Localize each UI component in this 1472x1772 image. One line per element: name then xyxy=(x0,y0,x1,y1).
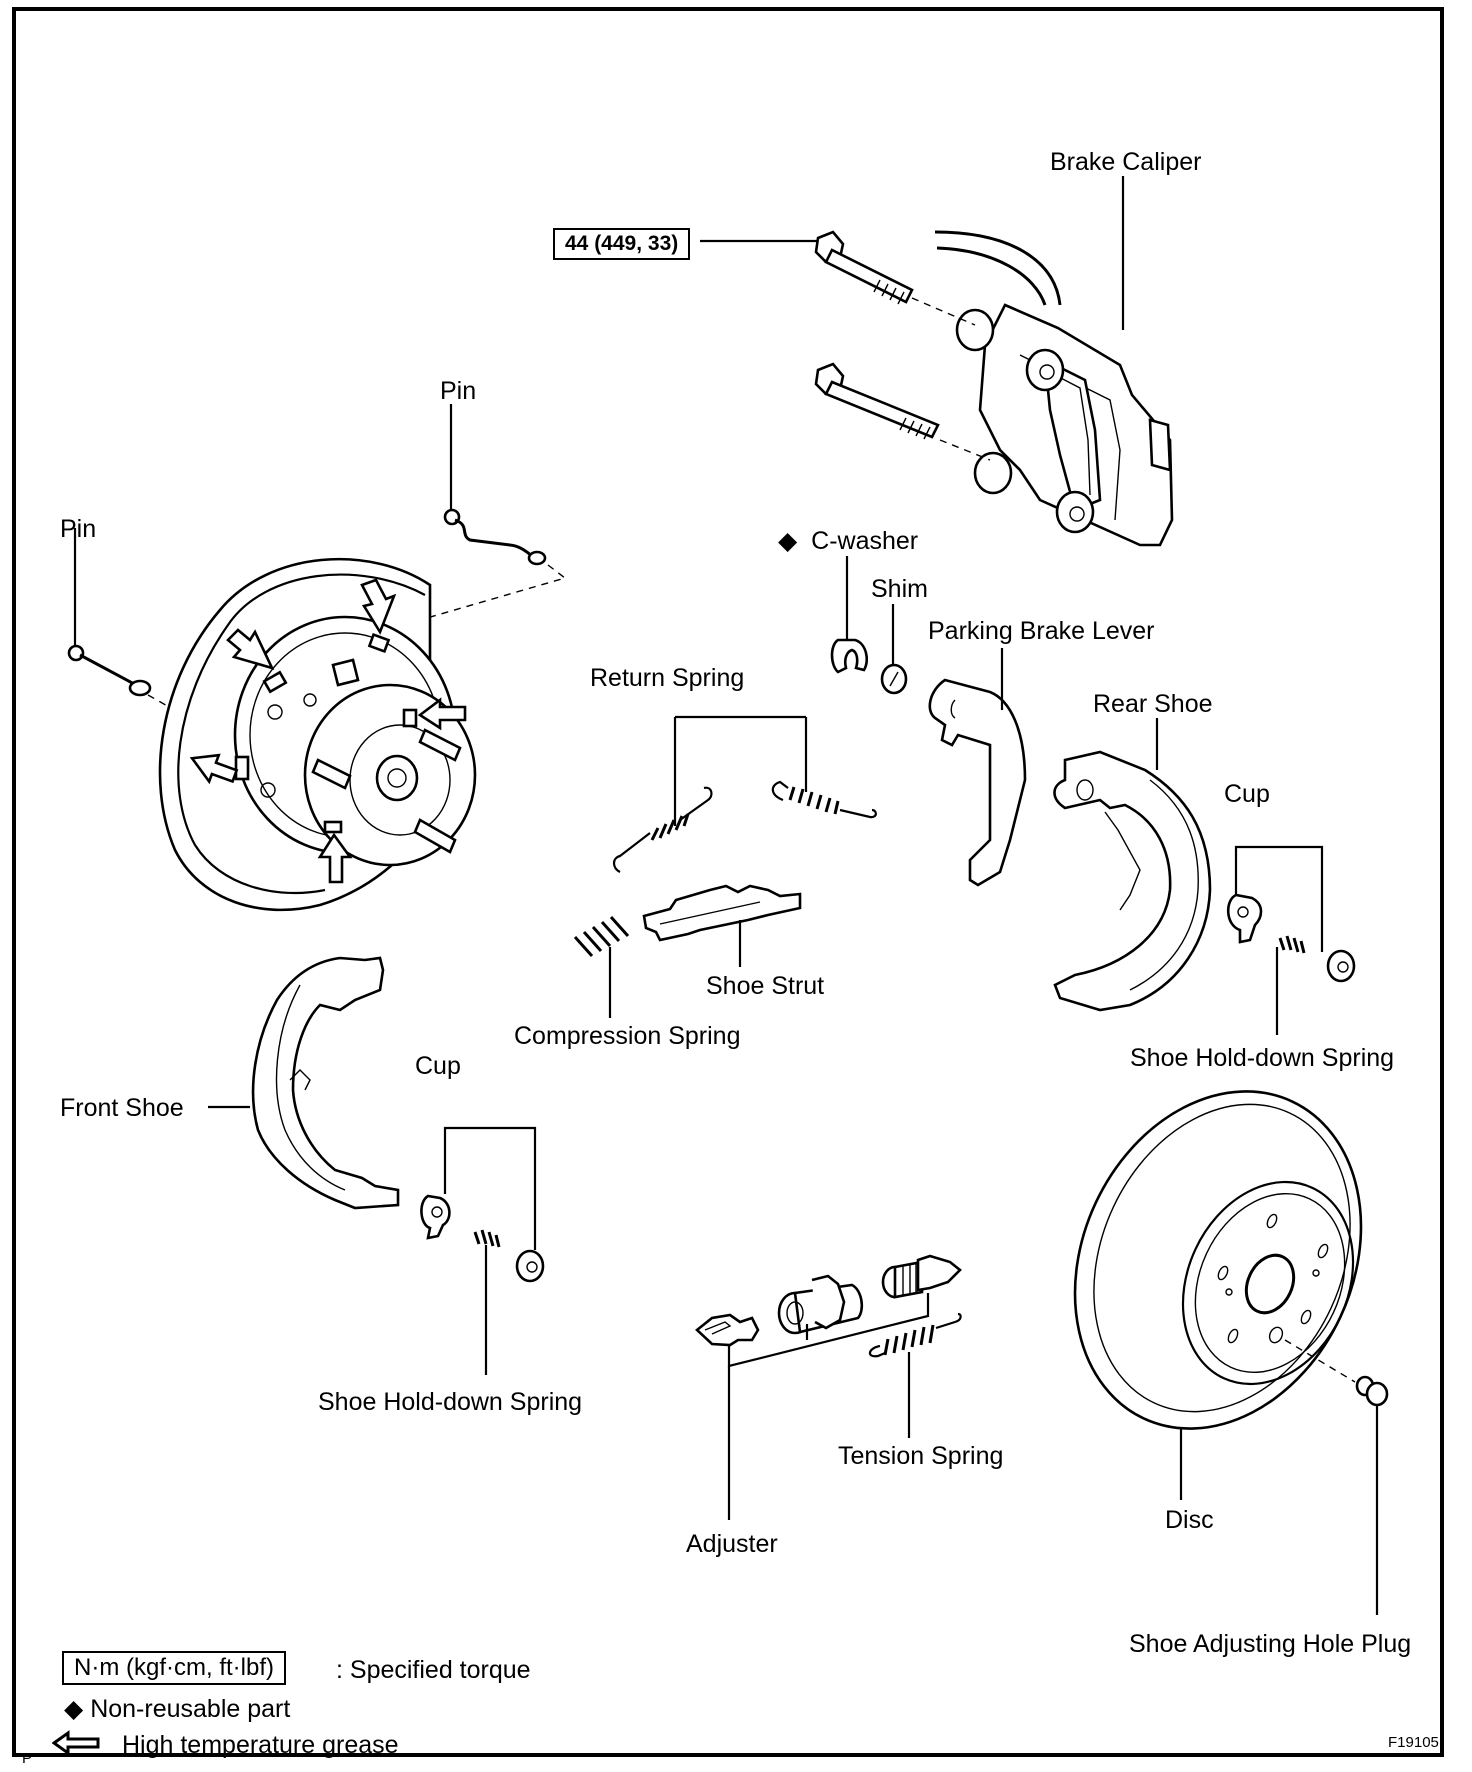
hold-down-spring-right-illustration xyxy=(1278,935,1306,954)
legend-grease-desc: High temperature grease xyxy=(122,1731,399,1759)
front-shoe-illustration xyxy=(251,956,400,1210)
return-spring-right-illustration xyxy=(771,780,877,819)
grease-arrow-bottom xyxy=(317,832,353,884)
parking-brake-lever-label: Parking Brake Lever xyxy=(928,617,1155,645)
disc-label: Disc xyxy=(1165,1506,1214,1534)
bolt-alignment-line-lower xyxy=(939,439,991,461)
shim-illustration xyxy=(880,663,908,695)
return-spring-leader xyxy=(673,715,808,826)
parking-brake-lever-illustration xyxy=(928,678,1027,887)
c-washer-text: C-washer xyxy=(811,527,919,555)
cup-left-a-illustration xyxy=(420,1194,451,1240)
pin-upper-illustration xyxy=(443,508,547,566)
shoe-strut-illustration xyxy=(642,884,802,942)
adjuster-label: Adjuster xyxy=(686,1530,778,1558)
hole-plug-alignment-line xyxy=(1284,1339,1356,1383)
cup-left-label: Cup xyxy=(415,1052,461,1080)
legend-torque-unit-box: N·m (kgf·cm, ft·lbf) xyxy=(62,1651,286,1685)
adjuster-leader-bracket xyxy=(727,1293,930,1368)
figure-id: F19105 xyxy=(1388,1734,1439,1751)
return-spring-label: Return Spring xyxy=(590,664,745,692)
brake-caliper-label: Brake Caliper xyxy=(1050,148,1202,176)
c-washer-illustration xyxy=(830,638,868,674)
cup-right-b-illustration xyxy=(1326,949,1356,983)
legend-non-reusable-icon: ◆ xyxy=(64,1695,84,1723)
c-washer-label: ◆ C-washer xyxy=(778,527,918,555)
legend-torque-desc: : Specified torque xyxy=(336,1656,531,1684)
tension-spring-label: Tension Spring xyxy=(838,1442,1004,1470)
shoe-strut-label: Shoe Strut xyxy=(706,972,825,1000)
disc-illustration xyxy=(1073,1090,1363,1430)
cup-left-leader xyxy=(443,1126,537,1250)
tension-spring-illustration xyxy=(868,1312,962,1358)
cup-right-leader xyxy=(1234,845,1324,952)
non-reusable-marker-icon: ◆ xyxy=(778,527,798,555)
shoe-hold-down-spring-right-label: Shoe Hold-down Spring xyxy=(1130,1044,1395,1072)
caliper-bolt-lower xyxy=(814,362,940,440)
grease-arrow-left xyxy=(189,753,239,785)
grease-arrow-upper-left xyxy=(226,628,275,671)
hold-down-spring-left-illustration xyxy=(473,1229,501,1248)
shoe-adjusting-hole-plug-label: Shoe Adjusting Hole Plug xyxy=(1129,1630,1412,1658)
legend-non-reusable-text: Non-reusable part xyxy=(90,1695,291,1723)
torque-spec-box: 44 (449, 33) xyxy=(553,228,691,260)
adjuster-nut-illustration xyxy=(777,1274,864,1335)
rear-shoe-illustration xyxy=(1053,750,1212,1012)
shim-label: Shim xyxy=(871,575,928,603)
brake-caliper-illustration xyxy=(934,230,1174,547)
hole-plug-illustration xyxy=(1355,1375,1389,1407)
legend-non-reusable: ◆ Non-reusable part xyxy=(64,1695,290,1723)
grease-arrow-icon xyxy=(52,1730,100,1756)
front-shoe-label: Front Shoe xyxy=(60,1094,184,1122)
grease-arrow-top xyxy=(360,578,397,635)
adjuster-socket-illustration xyxy=(695,1313,760,1347)
pin-left-label: Pin xyxy=(60,515,97,543)
shoe-hold-down-spring-left-label: Shoe Hold-down Spring xyxy=(318,1388,583,1416)
caliper-bolt-upper xyxy=(814,230,914,305)
compression-spring-label: Compression Spring xyxy=(514,1022,741,1050)
backing-plate-illustration xyxy=(158,557,477,912)
compression-spring-illustration xyxy=(573,915,630,958)
pin-upper-alignment-line xyxy=(419,564,567,621)
cup-left-b-illustration xyxy=(515,1249,545,1283)
return-spring-left-illustration xyxy=(612,786,713,873)
bolt-alignment-line-upper xyxy=(911,297,976,326)
rear-shoe-label: Rear Shoe xyxy=(1093,690,1213,718)
corner-mark: P xyxy=(22,1750,33,1767)
cup-right-a-illustration xyxy=(1226,893,1263,944)
pin-upper-label: Pin xyxy=(440,377,477,405)
cup-right-label: Cup xyxy=(1224,780,1270,808)
diagram-frame xyxy=(12,7,1444,1757)
grease-arrows xyxy=(189,578,467,884)
adjuster-bolt-illustration xyxy=(881,1254,962,1299)
pin-left-illustration xyxy=(67,644,152,697)
grease-arrow-right xyxy=(417,697,467,731)
